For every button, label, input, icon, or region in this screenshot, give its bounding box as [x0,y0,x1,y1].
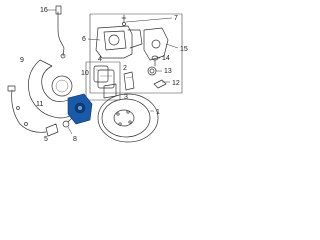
callout-11: 11 [36,101,43,108]
part-1-brake-disc [97,93,159,143]
lead-7 [125,17,173,23]
part-5-sensor [45,123,59,137]
callout-1: 1 [156,109,160,116]
brake-parts-diagram: 16 7 6 15 14 13 9 10 4 12 2 3 11 1 8 5 [7,5,188,143]
lead-8 [67,126,73,135]
part-15-bracket [143,27,169,61]
hub-bearing-highlighted [67,93,93,125]
callout-12: 12 [172,80,180,87]
callout-3: 3 [124,94,128,101]
part-12-pin [153,79,167,89]
callout-9: 9 [20,57,24,64]
part-4-pad [97,69,115,89]
part-16-sensor [55,5,66,59]
part-2-clip [123,71,135,91]
part-14-bolt [151,55,159,67]
part-11-sensor-wire [7,85,47,133]
callout-5: 5 [44,136,48,143]
callout-4: 4 [98,56,102,63]
pads-box [85,61,121,101]
callout-16: 16 [40,7,48,14]
part-7-bleeder [121,14,127,26]
part-10-pad [93,65,109,83]
callout-10: 10 [81,70,89,77]
caliper-assembly-box [89,13,183,94]
part-6-caliper [95,25,143,59]
callout-7: 7 [174,15,178,22]
callout-8: 8 [73,136,77,143]
callout-14: 14 [162,55,170,62]
callout-2: 2 [123,65,127,72]
callout-13: 13 [164,68,172,75]
callout-15: 15 [180,46,188,53]
part-13-boot [147,66,157,76]
callout-6: 6 [82,36,86,43]
lead-6 [87,38,101,41]
lead-15 [165,43,179,49]
